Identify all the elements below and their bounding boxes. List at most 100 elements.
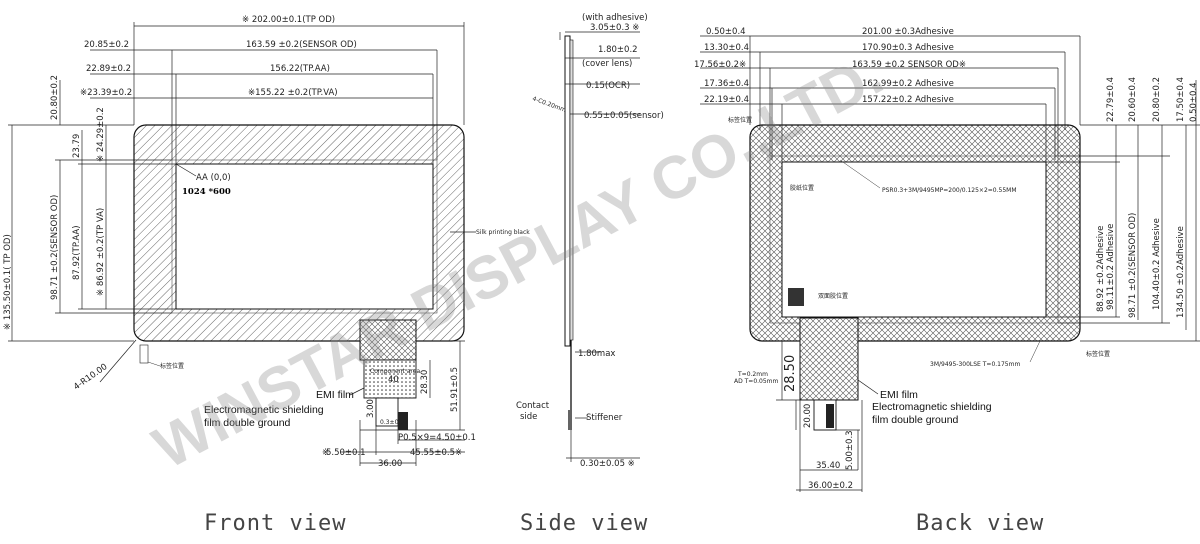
psr-label: PSR0.3+3M/9495MP=200/0.125×2=0.55MM [882, 187, 1017, 194]
front-sensor-outline [171, 159, 438, 314]
back-emi-leader [857, 379, 879, 395]
silk-label: Silk printing black [476, 229, 530, 236]
front-fpc-dim-lines [340, 340, 465, 466]
back-right-13450: 134.50 ±0.2Adhesive [1176, 226, 1186, 318]
side-sensor [569, 39, 574, 341]
corner-leader [99, 339, 137, 383]
back-top-201: 201.00 ±0.3Adhesive [862, 27, 954, 37]
back-fpc-500: 5.00±0.3 [845, 430, 855, 470]
back-view-title: Back view [916, 511, 1044, 536]
front-fpc-3600: 36.00 [378, 459, 402, 469]
front-small-tag: 标签位置 [160, 362, 184, 370]
front-shield-line1: Electromagnetic shielding [204, 404, 324, 416]
front-fpc-40: 40 [388, 375, 399, 385]
front-emi-label: EMI film [316, 389, 354, 401]
back-tag-1: 标签位置 [728, 116, 752, 124]
origin-marker [175, 163, 197, 177]
front-fpc-pitch: P0.5×9=4.50±0.1 [398, 433, 476, 443]
front-active-area [175, 163, 434, 310]
side-ocr: 0.15(OCR) [586, 81, 630, 91]
front-dim-tp-va: ※155.22 ±0.2(TP.VA) [248, 88, 338, 98]
back-top-16299: 162.99±0.2 Adhesive [862, 79, 954, 89]
back-emi-label: EMI film [880, 389, 918, 401]
back-shield-line1: Electromagnetic shielding [872, 401, 992, 413]
front-dim-aa-left: 22.89±0.2 [86, 64, 131, 74]
side-total: 3.05±0.3 ※ [590, 23, 639, 33]
side-with-adhesive: (with adhesive) [582, 13, 648, 23]
front-dim-sensor-od: 163.59 ±0.2(SENSOR OD) [246, 40, 357, 50]
front-top-dim-lines [90, 22, 465, 164]
back-right-2279: 22.79±0.4 [1106, 77, 1116, 122]
back-top-dim-lines [700, 35, 1081, 162]
back-tag-3: 双面胶位置 [818, 292, 848, 300]
side-view-title: Side view [520, 511, 648, 536]
tape-label: 3M/9495-300LSE T=0.175mm [930, 361, 1020, 368]
back-fpc-3540: 35.40 [816, 461, 840, 471]
back-left-2219: 22.19±0.4 [704, 95, 749, 105]
back-top-sensor: 163.59 ±0.2 SENSOR OD※ [852, 60, 966, 70]
side-view: (with adhesive) 3.05±0.3 ※ 1.80±0.2 (cov… [516, 13, 664, 536]
front-fpc-2830: 28.30 [420, 370, 430, 394]
back-right-1750: 17.50±0.4 [1176, 77, 1186, 122]
front-dim-tp-od-v: ※ 135.50±0.1( TP OD) [3, 234, 13, 330]
back-adhesive-window [781, 161, 1047, 318]
side-corner: 4-C0.20mm [531, 95, 567, 114]
resolution-label: 1024 *600 [182, 187, 231, 197]
back-fpc-dim-lines [776, 340, 863, 492]
side-contact-1: Contact [516, 401, 550, 411]
front-shield-line2: film double ground [204, 417, 291, 429]
front-dim-sensor-od-v: 98.71 ±0.2(SENSOR OD) [50, 195, 60, 300]
front-fpc-550: 5.50±0.1 [326, 448, 366, 458]
front-fpc-03: 0.3±0.05 [380, 419, 408, 426]
back-shield-line2: film double ground [872, 414, 959, 426]
side-dim-lines [559, 31, 640, 462]
back-left-1330: 13.30±0.4 [704, 43, 749, 53]
back-label-block [788, 288, 804, 306]
back-left-1736: 17.36±0.4 [704, 79, 749, 89]
side-cover-lens [564, 35, 571, 347]
front-fpc-contacts [398, 412, 408, 430]
front-dim-tp-aa: 156.22(TP.AA) [270, 64, 330, 74]
front-fpc-4555: 45.55±0.5※ [410, 448, 462, 458]
back-right-10440: 104.40±0.2 Adhesive [1152, 218, 1162, 310]
back-right-8892: 88.92 ±0.2Adhesive [1096, 226, 1106, 312]
side-sensor-thk: 0.55±0.05(sensor) [584, 111, 664, 121]
front-view-title: Front view [204, 511, 346, 536]
front-dim-2379-v: 23.79 [72, 134, 82, 158]
back-right-9811: 98.11±0.2 Adhesive [1106, 224, 1116, 310]
back-top-15722: 157.22±0.2 Adhesive [862, 95, 954, 105]
front-fpc-300: 3.00 [366, 399, 376, 418]
component-area-label: Component area [370, 368, 420, 375]
back-view: 0.50±0.4 13.30±0.4 17.56±0.2※ 17.36±0.4 … [694, 27, 1200, 536]
back-tag-4: 标签位置 [1086, 350, 1110, 358]
side-stiff-thk: 0.30±0.05 ※ [580, 459, 635, 469]
back-right-2060: 20.60±0.4 [1128, 77, 1138, 122]
front-dim-tp-va-v: ※ 86.92 ±0.2(TP VA) [96, 208, 106, 296]
front-fpc-stiffener [359, 319, 417, 361]
front-dim-tp-aa-v: 87.92(TP.AA) [72, 225, 82, 280]
back-sensor-outline [769, 155, 1059, 324]
side-fpc-max: 1.80max [578, 349, 615, 359]
front-dim-2080-v: 20.80±0.2 [50, 75, 60, 120]
side-lens-label: (cover lens) [582, 59, 632, 69]
front-left-dim-lines [8, 80, 176, 342]
back-right-050: 0.50±0.4 [1189, 82, 1199, 122]
front-emi-leader [349, 387, 365, 396]
back-fpc-stiffener [799, 317, 859, 401]
side-lens-thk: 1.80±0.2 [598, 45, 638, 55]
back-top-1709: 170.90±0.3 Adhesive [862, 43, 954, 53]
back-tag-2: 胶纸位置 [790, 184, 814, 192]
back-fpc-contacts [826, 404, 834, 428]
front-dim-va-left: ※23.39±0.2 [80, 88, 132, 98]
side-stiffener-label: Stiffener [586, 413, 623, 423]
front-fpc-component-area [363, 359, 417, 399]
back-t-label-1: T=0.2mm [737, 371, 768, 378]
back-fpc-2850: 28.50 [783, 355, 798, 392]
front-dim-2429-v: ※ 24.29±0.2 [96, 107, 106, 162]
front-tab [139, 344, 149, 364]
front-view: ※ 202.00±0.1(TP OD) 163.59 ±0.2(SENSOR O… [3, 15, 530, 536]
front-dim-tp-od: ※ 202.00±0.1(TP OD) [242, 15, 335, 25]
back-right-9871: 98.71 ±0.2(SENSOR OD) [1128, 213, 1138, 318]
side-contact-2: side [520, 412, 537, 422]
